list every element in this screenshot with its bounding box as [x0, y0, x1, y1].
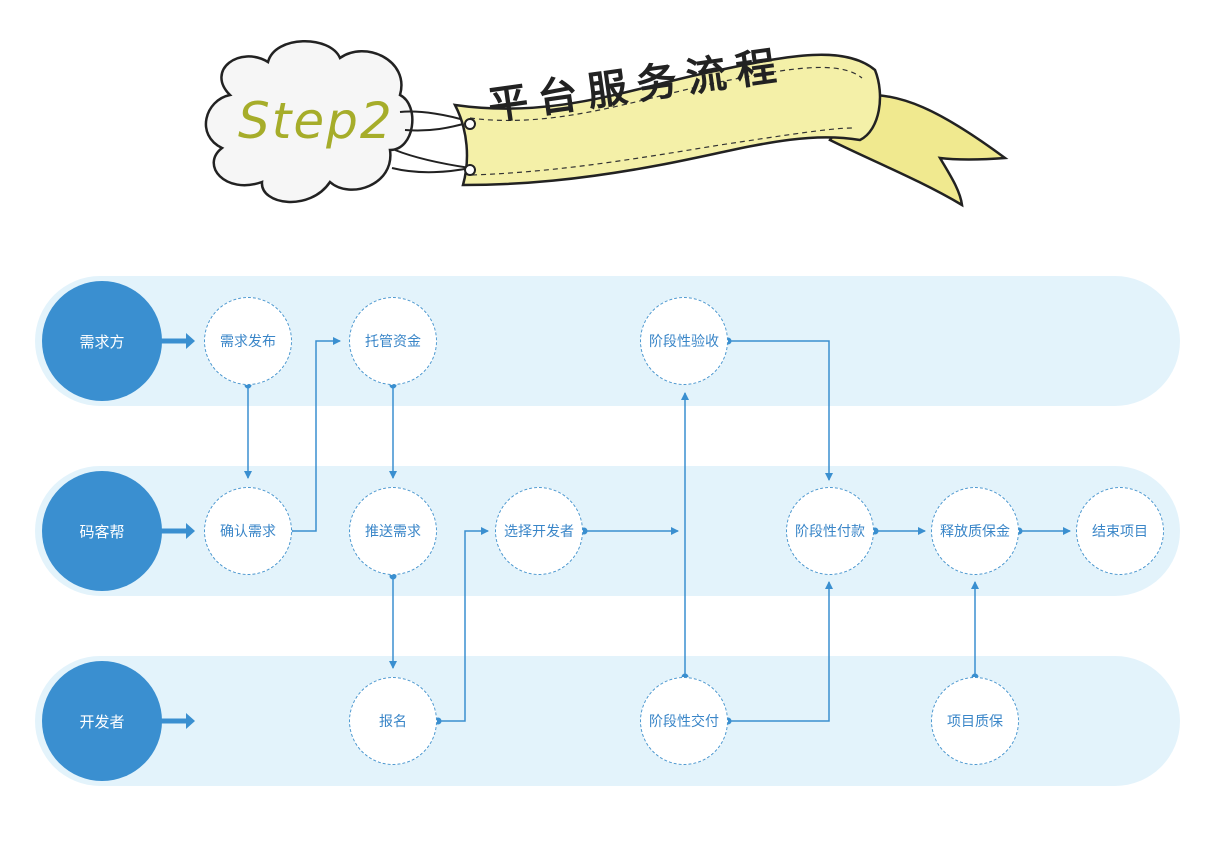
node-end-project: 结束项目	[1076, 487, 1164, 575]
header-art	[204, 40, 1009, 208]
role-developer: 开发者	[42, 661, 162, 781]
role-platform: 码客帮	[42, 471, 162, 591]
node-release-deposit: 释放质保金	[931, 487, 1019, 575]
role-client: 需求方	[42, 281, 162, 401]
node-stage-delivery: 阶段性交付	[640, 677, 728, 765]
node-stage-payment: 阶段性付款	[786, 487, 874, 575]
banner-main	[452, 53, 882, 187]
node-stage-acceptance: 阶段性验收	[640, 297, 728, 385]
node-push-demand: 推送需求	[349, 487, 437, 575]
node-publish-demand: 需求发布	[204, 297, 292, 385]
node-select-developer: 选择开发者	[495, 487, 583, 575]
node-confirm-demand: 确认需求	[204, 487, 292, 575]
node-signup: 报名	[349, 677, 437, 765]
header: Step2 平台服务流程	[0, 0, 1214, 230]
cloud-shape	[204, 40, 414, 204]
node-project-warranty: 项目质保	[931, 677, 1019, 765]
node-escrow-funds: 托管资金	[349, 297, 437, 385]
step-label: Step2	[238, 92, 394, 150]
